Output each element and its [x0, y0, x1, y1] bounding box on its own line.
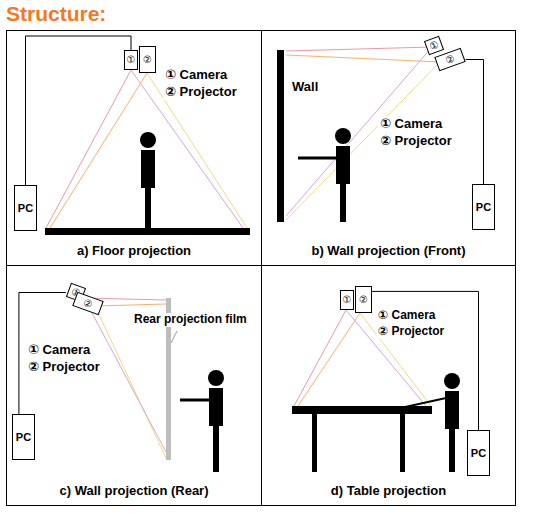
person: [396, 373, 460, 472]
pc-label: PC: [476, 202, 491, 213]
callout-number: ①: [343, 295, 352, 305]
floor: [45, 228, 250, 235]
part-label: Rear projection film: [132, 313, 249, 327]
projector-box: ②: [139, 46, 156, 73]
legend-label: ② Projector: [26, 360, 102, 375]
camera-box: ①: [124, 50, 138, 70]
callout-number: ①: [127, 55, 136, 65]
panel-caption: b) Wall projection (Front): [311, 244, 465, 258]
legend-label: ① Camera: [26, 343, 92, 358]
part-label: Wall: [290, 80, 320, 95]
figure-panel: a) Floor projection ①② PC: [6, 30, 262, 266]
wall: [277, 50, 284, 222]
cable: [372, 291, 479, 430]
pc-box: PC: [467, 430, 490, 476]
table: [292, 406, 432, 472]
callout-number: ①: [428, 39, 440, 51]
person: [140, 132, 156, 228]
callout-number: ②: [82, 297, 94, 309]
cable: [466, 60, 484, 185]
legend-label: ① Camera: [378, 117, 444, 132]
panel-caption: d) Table projection: [331, 484, 446, 498]
page-title: Structure:: [6, 2, 106, 25]
legend-label: ② Projector: [378, 134, 454, 149]
legend-label: ① Camera: [163, 68, 229, 83]
legend-label: ① Camera: [376, 309, 438, 323]
person: [180, 370, 224, 472]
person: [298, 128, 351, 222]
camera-box: ①: [424, 36, 444, 56]
pc-box: PC: [12, 414, 35, 460]
legend-label: ② Projector: [163, 85, 239, 100]
projector-box: ②: [355, 286, 372, 313]
pc-box: PC: [472, 184, 495, 230]
panel-caption: a) Floor projection: [77, 244, 191, 258]
panel-caption: c) Wall projection (Rear): [59, 484, 208, 498]
cable: [26, 36, 132, 185]
light-beams: [46, 70, 247, 228]
callout-number: ②: [444, 53, 456, 65]
figure-panel: d) Table projection ①② PC: [261, 265, 516, 506]
callout-number: ②: [143, 55, 152, 65]
callout-number: ②: [359, 295, 368, 305]
leader-line: [171, 331, 177, 343]
projector-box: ②: [72, 292, 103, 316]
camera-box: ①: [340, 290, 354, 310]
pc-label: PC: [18, 203, 33, 214]
pc-label: PC: [471, 448, 486, 459]
pc-box: PC: [14, 185, 37, 231]
legend-label: ② Projector: [376, 325, 446, 339]
pc-label: PC: [16, 432, 31, 443]
figure-panel: c) Wall projection (Rear)①②PC: [6, 265, 262, 506]
